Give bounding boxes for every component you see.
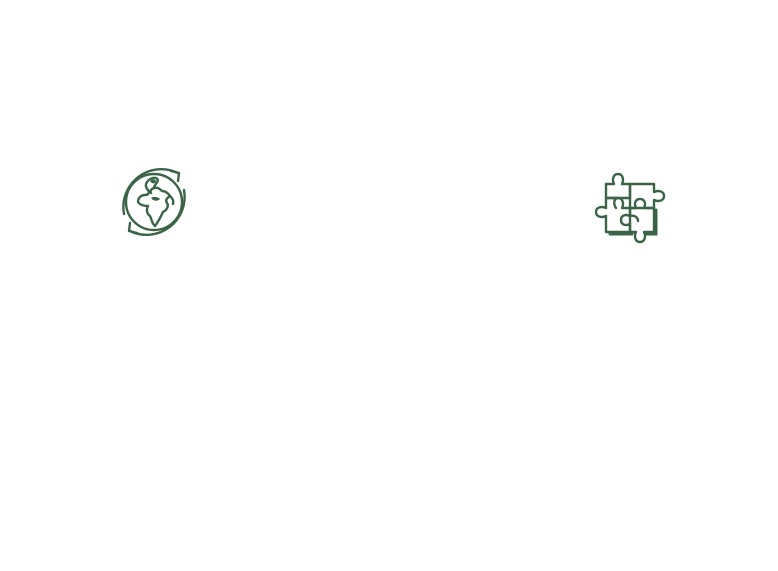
- puzzle-shadow-strokes: [608, 208, 658, 236]
- puzzle-pieces-icon: [588, 168, 674, 252]
- globe-landmass-fill: [150, 179, 160, 201]
- globe-recycle-icon-strokes: [122, 168, 186, 236]
- puzzle-pieces-icon-strokes: [594, 172, 666, 244]
- globe-recycle-icon: [110, 158, 198, 246]
